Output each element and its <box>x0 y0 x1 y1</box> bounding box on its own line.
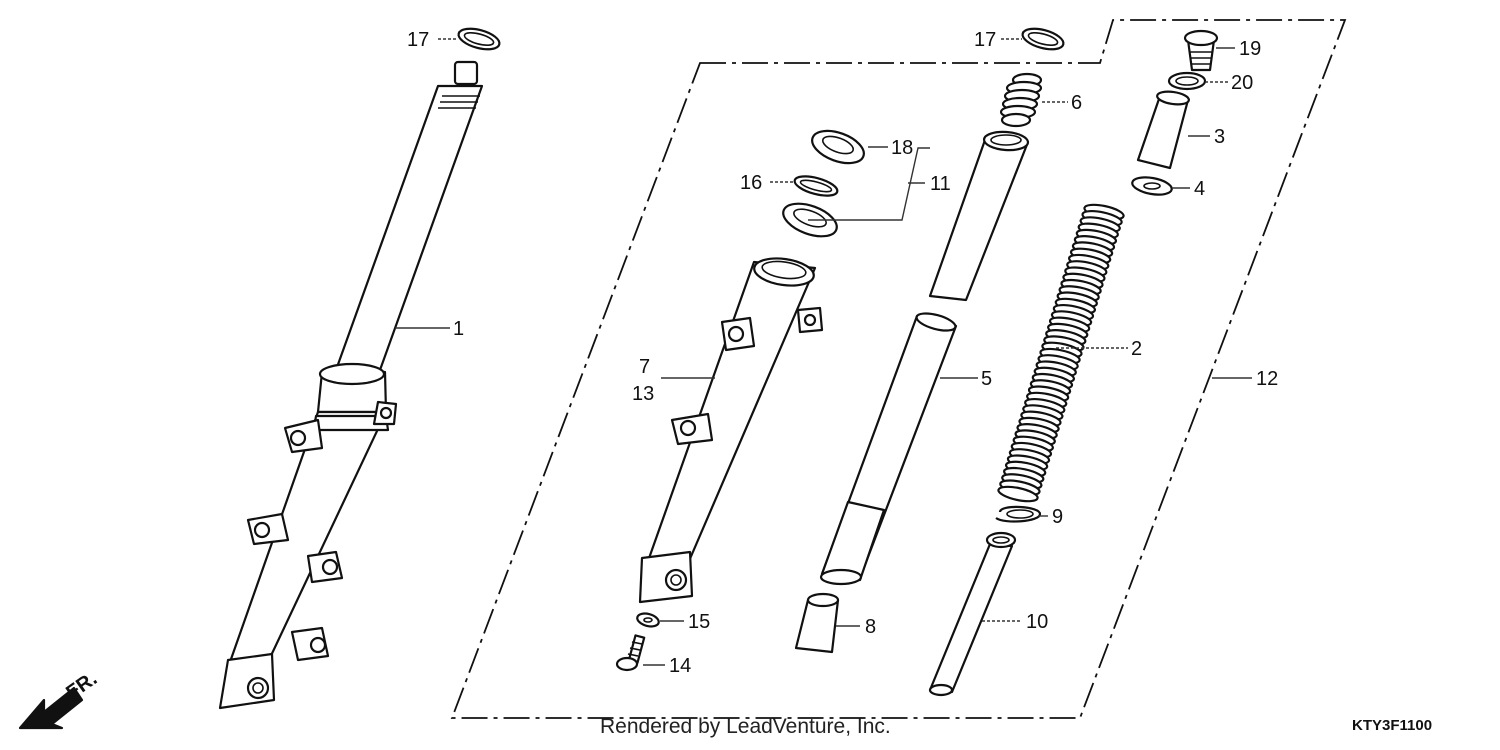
part-6-rebound-spring <box>999 72 1043 128</box>
part-16-clip <box>793 175 839 197</box>
callout-15: 15 <box>688 611 710 633</box>
part-18-oil-seal <box>811 129 865 165</box>
part-9-circlip <box>995 505 1042 523</box>
sub-assembly-frame <box>450 19 1347 719</box>
part-19-fork-cap-bolt <box>1183 29 1219 72</box>
callout-10: 10 <box>1026 611 1048 633</box>
diagram-code: KTY3F1100 <box>1352 717 1432 734</box>
callout-12: 12 <box>1256 368 1278 390</box>
leader-lines <box>395 38 1252 666</box>
callout-16: 16 <box>740 172 762 194</box>
callout-5: 5 <box>981 368 992 390</box>
render-credit: Rendered by LeadVenture, Inc. <box>600 715 891 738</box>
callout-18: 18 <box>891 137 913 159</box>
callout-3: 3 <box>1214 126 1225 148</box>
callout-4: 4 <box>1194 178 1205 200</box>
part-15-washer <box>636 612 660 628</box>
callout-20: 20 <box>1231 72 1253 94</box>
front-direction-arrow: FR. <box>18 668 101 730</box>
part-4-spring-seat <box>1131 176 1173 196</box>
part-10-damper-rod <box>928 531 1017 697</box>
callout-6: 6 <box>1071 92 1082 114</box>
callout-7: 7 <box>639 356 650 378</box>
part-14-socket-bolt <box>615 634 646 672</box>
part-8-oil-lock-piece <box>794 592 840 654</box>
part-7-fork-slider <box>638 257 824 604</box>
callout-17-right: 17 <box>974 29 996 51</box>
callout-13: 13 <box>632 383 654 405</box>
part-5-fork-piston <box>819 130 1030 586</box>
callout-14: 14 <box>669 655 691 677</box>
callout-19: 19 <box>1239 38 1261 60</box>
callout-11: 11 <box>930 173 951 195</box>
part-20-o-ring <box>1167 71 1207 91</box>
part-1-fork-leg <box>218 60 484 710</box>
callout-1: 1 <box>453 318 464 340</box>
part-2-fork-spring <box>997 203 1125 503</box>
callout-2: 2 <box>1131 338 1142 360</box>
part-17-ring-right <box>1021 27 1065 51</box>
spring-coil <box>997 485 1039 503</box>
callout-9: 9 <box>1052 506 1063 528</box>
part-3-spacer <box>1136 90 1190 170</box>
part-17-ring-left <box>457 27 501 51</box>
callout-8: 8 <box>865 616 876 638</box>
callout-17-left: 17 <box>407 29 429 51</box>
